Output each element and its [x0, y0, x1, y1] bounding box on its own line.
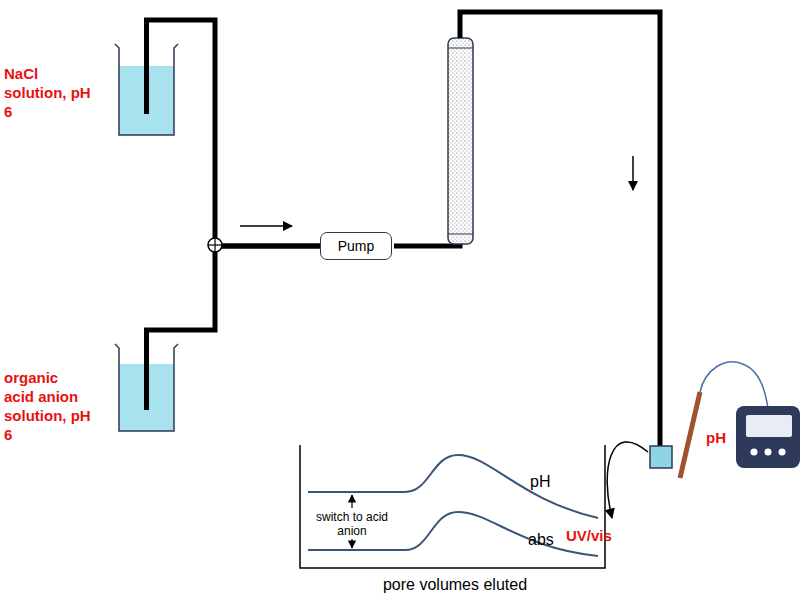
reservoir-bottle: organic acid anion solution, pH 6 — [118, 344, 175, 432]
dip-tube — [144, 344, 149, 410]
tube — [460, 12, 660, 446]
column-end — [448, 48, 473, 49]
valve-cross — [208, 244, 222, 245]
bottle-label: organic acid anion solution, pH 6 — [4, 368, 92, 444]
graph-frame — [300, 445, 605, 568]
dip-tube — [144, 44, 149, 114]
bottle-label: NaCl solution, pH 6 — [4, 64, 92, 121]
pump-label: Pump — [338, 238, 375, 254]
pump-box: Pump — [320, 232, 392, 260]
valve — [208, 238, 222, 252]
meter-button — [765, 449, 772, 456]
meter-screen — [746, 415, 792, 437]
bottle-wall — [115, 44, 178, 135]
curve-label: abs — [528, 530, 568, 549]
probe-label: pH — [706, 428, 736, 447]
reservoir-bottle: NaCl solution, pH 6 — [118, 44, 175, 136]
column — [448, 38, 473, 244]
ph-probe — [680, 392, 700, 478]
probe-wire — [700, 362, 768, 408]
column-end — [448, 234, 473, 235]
detector-label: UV/vis — [566, 526, 636, 545]
flow-cell — [650, 446, 672, 468]
switch-arrow — [351, 495, 352, 508]
sample-arrow — [607, 442, 648, 518]
ph-meter — [736, 406, 800, 468]
meter-button — [779, 449, 786, 456]
tubing — [147, 246, 321, 344]
bottle-wall — [115, 344, 178, 431]
switch-arrow — [351, 539, 352, 548]
bottle-outline — [118, 44, 175, 136]
flow-arrow — [632, 156, 634, 190]
curve-label: pH — [530, 472, 570, 491]
flow-arrow — [240, 225, 292, 227]
annotation: switch to acid anion — [312, 510, 392, 538]
meter-button — [751, 449, 758, 456]
axis-label: pore volumes eluted — [330, 575, 580, 594]
ph-curve — [308, 455, 598, 518]
bottle-outline — [118, 344, 175, 432]
